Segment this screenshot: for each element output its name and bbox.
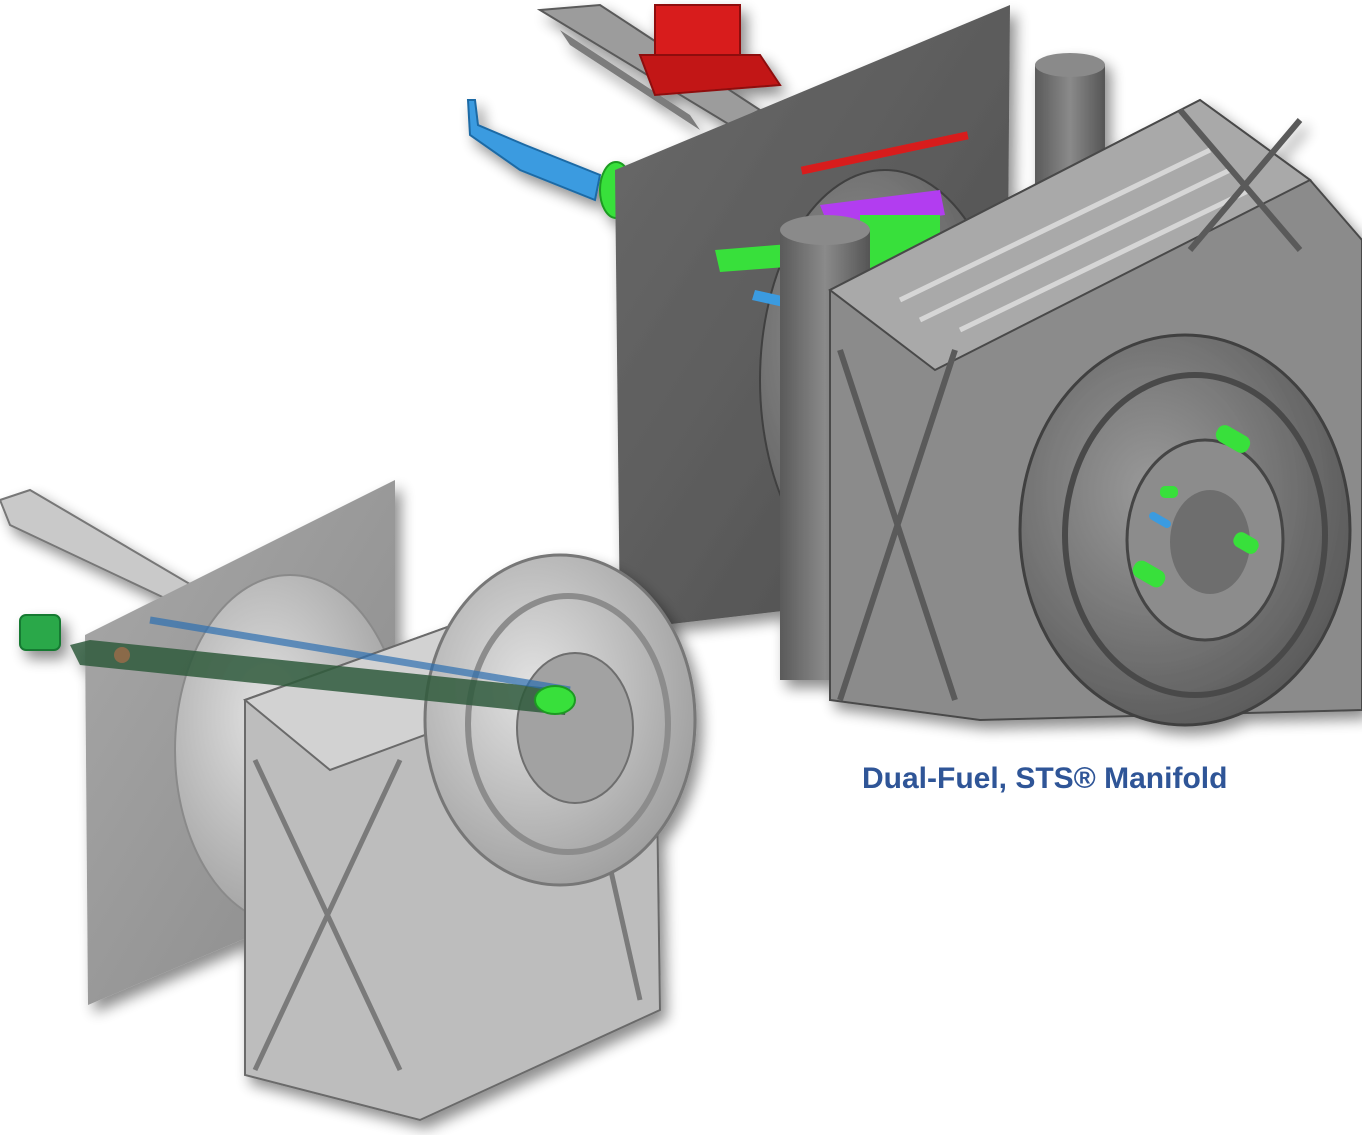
brown-fitting	[114, 647, 130, 663]
lance-burner-assembly	[0, 480, 697, 1122]
assembly-caption: Dual-Fuel, STS® Manifold	[862, 762, 1228, 795]
housing-rails	[898, 147, 1252, 333]
housing-top-frame	[828, 98, 1312, 372]
cross-brace	[837, 108, 1303, 701]
rear-rail-lower	[560, 30, 700, 130]
green-lance-tip	[534, 685, 576, 715]
dual-fuel-burner-assembly	[466, 3, 1362, 727]
blue-tube	[149, 616, 571, 694]
lance-burner-ring	[465, 593, 671, 855]
green-lance-flange-left	[19, 614, 61, 651]
burner-face-ring	[1062, 372, 1328, 698]
dark-green-lance	[70, 640, 570, 715]
burner-face-core	[1170, 490, 1250, 594]
lance-burner-inner	[516, 652, 634, 804]
upper-rail-arm	[0, 488, 202, 612]
green-gas-nozzles	[1132, 425, 1259, 588]
blue-fuel-lance	[466, 99, 602, 202]
red-valve-block	[638, 4, 782, 97]
